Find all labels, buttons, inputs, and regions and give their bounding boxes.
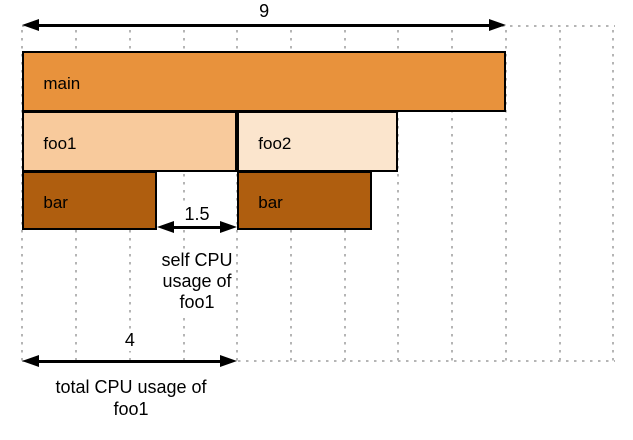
arrow-line: [35, 23, 493, 27]
grid-line-vertical-9: [504, 30, 507, 361]
arrow-line: [35, 359, 225, 363]
frame-label-foo2: foo2: [258, 133, 292, 153]
grid-line-horizontal-bottom: [22, 359, 616, 362]
frame-foo1: foo1: [22, 111, 238, 172]
measure-value-total-foo1: 4: [121, 330, 138, 351]
annotation-line: self CPU: [161, 250, 233, 270]
arrowhead-left-icon: [156, 221, 174, 233]
frame-label-bar1: bar: [43, 192, 68, 212]
measure-value-self-foo1: 1.5: [181, 204, 213, 225]
arrowhead-right-icon: [220, 355, 238, 367]
arrow-line: [169, 225, 225, 229]
grid-line-vertical-3: [182, 30, 185, 361]
arrowhead-right-icon: [488, 19, 506, 31]
frame-label-foo1: foo1: [43, 133, 77, 153]
frame-main: main: [22, 51, 506, 112]
annotation-line: usage of: [162, 271, 232, 291]
measure-arrow-self-foo1: [156, 221, 238, 233]
arrowhead-right-icon: [220, 221, 238, 233]
measure-arrow-total-foo1: [22, 355, 238, 367]
annotation-line: total CPU usage of: [55, 377, 207, 397]
grid-line-vertical-10: [558, 30, 561, 361]
grid-line-vertical-8: [451, 30, 454, 361]
frame-bar2: bar: [237, 171, 372, 230]
frame-label-bar2: bar: [258, 192, 283, 212]
annotation-line: foo1: [179, 292, 215, 312]
grid-line-vertical-7: [397, 30, 400, 361]
annotation-line: foo1: [113, 399, 149, 419]
measure-value-span-main: 9: [256, 1, 273, 22]
frame-label-main: main: [43, 73, 81, 93]
arrowhead-left-icon: [22, 19, 40, 31]
frame-foo2: foo2: [237, 111, 399, 172]
frame-bar1: bar: [22, 171, 157, 230]
arrowhead-left-icon: [22, 355, 40, 367]
measure-arrow-span-main: [22, 19, 506, 31]
grid-line-vertical-11: [612, 30, 615, 361]
